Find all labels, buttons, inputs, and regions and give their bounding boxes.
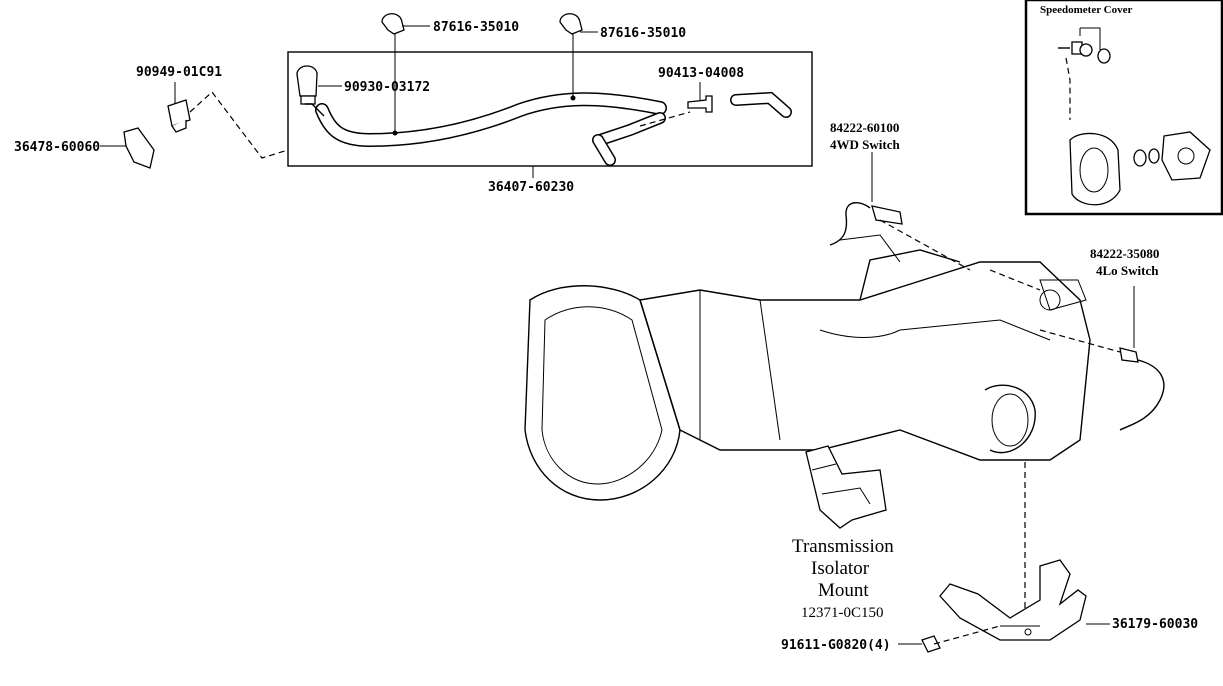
- label-4wd-switch-name: 4WD Switch: [830, 137, 900, 152]
- label-union: 90413-04008: [658, 66, 744, 81]
- label-4lo-switch-name: 4Lo Switch: [1096, 263, 1159, 278]
- clamp-2-part: [559, 13, 583, 98]
- union-part: [592, 91, 792, 166]
- bolt-part: [921, 625, 1001, 653]
- label-4lo-switch-part: 84222-35080: [1090, 246, 1159, 261]
- label-breather-plug: 90949-01C91: [136, 65, 222, 80]
- label-breather-cap: 90930-03172: [344, 80, 430, 95]
- label-bolt: 91611-G0820(4): [781, 638, 891, 653]
- caption-mount-part: 12371-0C150: [801, 605, 884, 621]
- label-4wd-switch-part: 84222-60100: [830, 120, 899, 135]
- isolator-mount-part: [805, 445, 887, 529]
- caption-mount-line-2: Isolator: [811, 558, 870, 579]
- crossmember-part: [939, 462, 1087, 641]
- caption-mount-line-1: Transmission: [792, 536, 894, 557]
- label-hose-assembly: 36407-60230: [488, 180, 574, 195]
- transmission-body: [524, 202, 1165, 501]
- hose-assembly-group: [287, 51, 813, 167]
- label-clamp-1: 87616-35010: [433, 20, 519, 35]
- label-bracket: 36478-60060: [14, 140, 100, 155]
- hose-assembly-frame: [287, 51, 813, 167]
- breather-cap-part: [296, 65, 325, 117]
- label-speedometer-cover: Speedometer Cover: [1040, 4, 1132, 16]
- label-crossmember: 36179-60030: [1112, 617, 1198, 632]
- breather-route-line: [189, 91, 289, 159]
- caption-mount-line-3: Mount: [818, 580, 869, 601]
- speedometer-inset: [1024, 0, 1223, 216]
- clamp-1-part: [381, 13, 405, 133]
- label-clamp-2: 87616-35010: [600, 26, 686, 41]
- breather-plug-part: [167, 99, 191, 133]
- bracket-part: [123, 127, 155, 169]
